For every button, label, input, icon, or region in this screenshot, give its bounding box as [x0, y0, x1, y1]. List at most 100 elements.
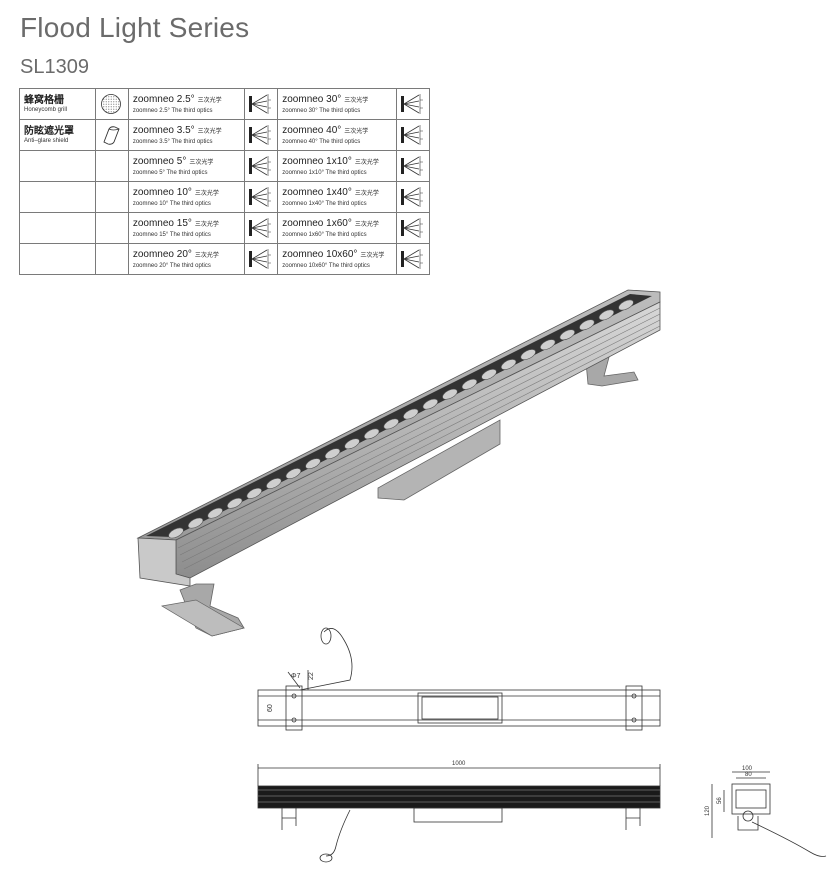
- optic-cn: 三次光学: [189, 159, 214, 166]
- led-lens: [266, 478, 282, 489]
- beam-angle-icon: [249, 187, 272, 207]
- led-lens: [383, 418, 399, 430]
- beam-diagram-cell: [395, 181, 431, 213]
- optic-sub: zoomneo 40° The third optics: [282, 138, 361, 145]
- optic-name: zoomneo 1x40°: [282, 186, 352, 198]
- optic-name-cell: zoomneo 1x40°三次光学 zoomneo 1x40° The thir…: [277, 181, 397, 213]
- beam-angle-icon: [400, 125, 423, 145]
- table-row: zoomneo 15°三次光学 zoomneo 15° The third op…: [19, 212, 431, 244]
- glare-shield-icon: [103, 126, 120, 145]
- optic-name: zoomneo 15°: [132, 217, 192, 229]
- led-lens: [520, 349, 536, 360]
- led-lens: [598, 309, 615, 321]
- beam-angle-icon: [249, 156, 272, 176]
- accessory-icon-cell: [94, 181, 129, 213]
- led-lens: [344, 438, 360, 450]
- optic-name: zoomneo 40°: [282, 124, 342, 136]
- led-lens: [540, 339, 556, 351]
- optic-cn: 三次光学: [344, 97, 369, 104]
- beam-angle-icon: [249, 218, 272, 238]
- led-lens: [500, 359, 517, 370]
- optic-name: zoomneo 20°: [132, 248, 192, 260]
- driver-box: [377, 419, 501, 501]
- beam-diagram-cell: [395, 119, 431, 151]
- optic-name-cell: zoomneo 5°三次光学 zoomneo 5° The third opti…: [127, 150, 246, 182]
- optic-sub: zoomneo 10° The third optics: [132, 200, 211, 207]
- led-lens: [285, 468, 302, 479]
- fixture-body: [136, 289, 661, 587]
- accessory-zh: 蜂窝格栅: [24, 94, 64, 106]
- dimension-label: 56: [717, 797, 723, 804]
- optic-sub: zoomneo 1x40° The third optics: [282, 200, 367, 207]
- page-title: Flood Light Series: [20, 12, 250, 43]
- accessory-cell: [19, 243, 96, 275]
- beam-diagram-cell: [395, 212, 431, 244]
- accessory-en: Anti–glare shield: [24, 137, 69, 144]
- optic-name: zoomneo 10°: [132, 186, 192, 198]
- led-lens: [461, 378, 478, 390]
- led-lens: [422, 398, 439, 410]
- dimension-label: 1000: [452, 761, 466, 767]
- optic-cn: 三次光学: [354, 190, 379, 197]
- optic-sub: zoomneo 20° The third optics: [132, 262, 211, 269]
- dimension-label: 100: [742, 766, 753, 772]
- optic-cn: 三次光学: [354, 221, 379, 228]
- optic-name-cell: zoomneo 2.5°三次光学 zoomneo 2.5° The third …: [127, 88, 246, 120]
- optic-sub: zoomneo 15° The third optics: [132, 231, 211, 238]
- optic-name-cell: zoomneo 20°三次光学 zoomneo 20° The third op…: [127, 243, 246, 275]
- accessory-zh: 防眩遮光罩: [24, 125, 74, 137]
- table-row: zoomneo 20°三次光学 zoomneo 20° The third op…: [19, 243, 431, 275]
- optic-cn: 三次光学: [194, 221, 219, 228]
- optic-name-cell: zoomneo 30°三次光学 zoomneo 30° The third op…: [277, 88, 397, 120]
- optic-name-cell: zoomneo 15°三次光学 zoomneo 15° The third op…: [127, 212, 246, 244]
- dimension-label: 22: [308, 672, 315, 680]
- table-row: zoomneo 5°三次光学 zoomneo 5° The third opti…: [19, 150, 431, 182]
- led-lens: [442, 388, 458, 400]
- optic-sub: zoomneo 5° The third optics: [132, 169, 208, 176]
- beam-diagram-cell: [395, 88, 431, 120]
- optic-cn: 三次光学: [194, 252, 219, 259]
- led-lens: [207, 507, 223, 519]
- optic-cn: 三次光学: [197, 97, 222, 104]
- dimension-label: 120: [705, 805, 711, 816]
- led-lens: [363, 428, 380, 440]
- table-row: 蜂窝格栅 Honeycomb grill zoomneo 2.5°三次光学 zo…: [19, 88, 431, 120]
- honeycomb-icon: [100, 94, 121, 114]
- beam-angle-icon: [400, 94, 423, 114]
- accessory-cell: 防眩遮光罩 Anti–glare shield: [19, 119, 96, 151]
- led-lens: [618, 299, 634, 311]
- front-view-drawing: [257, 764, 661, 863]
- accessory-en: Honeycomb grill: [24, 106, 68, 113]
- beam-angle-icon: [249, 249, 272, 269]
- led-lens: [324, 448, 341, 460]
- beam-angle-icon: [400, 156, 423, 176]
- led-lens: [168, 527, 184, 539]
- optic-sub: zoomneo 2.5° The third optics: [132, 107, 213, 114]
- dimension-label: 60: [267, 704, 274, 712]
- optics-table: 蜂窝格栅 Honeycomb grill zoomneo 2.5°三次光学 zo…: [19, 88, 431, 275]
- beam-diagram-cell: [395, 150, 431, 182]
- optic-cn: 三次光学: [360, 252, 385, 259]
- mounting-bracket: [161, 583, 245, 637]
- optic-name-cell: zoomneo 3.5°三次光学 zoomneo 3.5° The third …: [127, 119, 246, 151]
- model-number: SL1309: [20, 56, 89, 78]
- beam-angle-icon: [400, 249, 423, 269]
- optic-name: zoomneo 5°: [132, 155, 187, 167]
- optic-sub: zoomneo 1x60° The third optics: [282, 231, 367, 238]
- optic-cn: 三次光学: [197, 128, 222, 135]
- optic-name: zoomneo 2.5°: [132, 93, 195, 105]
- beam-diagram-cell: [244, 243, 279, 275]
- led-lens: [305, 458, 321, 469]
- optic-name: zoomneo 1x60°: [282, 217, 352, 229]
- optic-name: zoomneo 30°: [282, 93, 342, 105]
- beam-angle-icon: [400, 218, 423, 238]
- optic-sub: zoomneo 30° The third optics: [282, 107, 361, 114]
- beam-diagram-cell: [395, 243, 431, 275]
- optic-cn: 三次光学: [194, 190, 219, 197]
- optic-cn: 三次光学: [344, 128, 369, 135]
- led-lens: [187, 517, 204, 529]
- optic-name: zoomneo 3.5°: [132, 124, 195, 136]
- table-row: 防眩遮光罩 Anti–glare shield zoomneo 3.5°三次光学…: [19, 119, 431, 151]
- led-lens: [246, 487, 262, 499]
